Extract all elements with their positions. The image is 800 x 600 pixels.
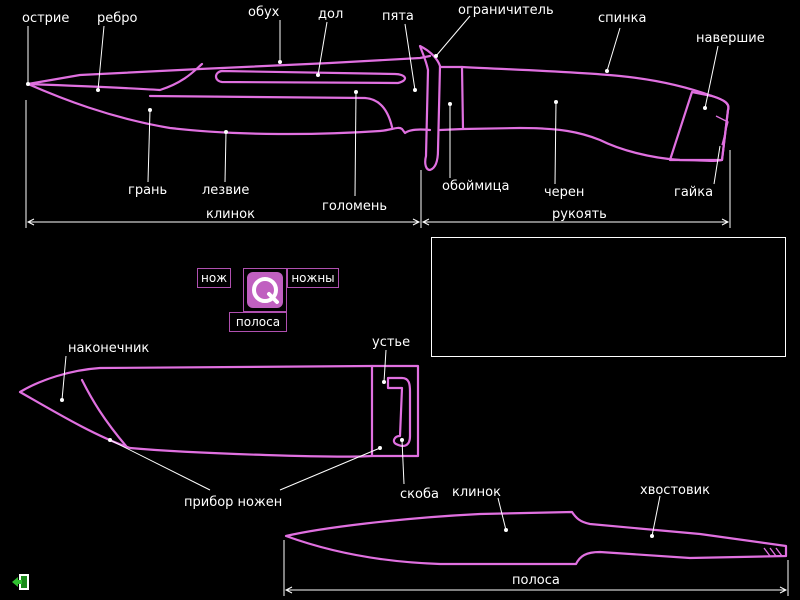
label-gayka: гайка bbox=[674, 185, 713, 200]
label-klinok-strip: клинок bbox=[452, 485, 501, 500]
label-cheren: черен bbox=[544, 185, 584, 200]
sheath-clip bbox=[386, 376, 412, 447]
strip-outline bbox=[284, 510, 788, 566]
sheath-outline bbox=[18, 364, 420, 458]
sheath-labels: наконечник устье прибор ножен скоба bbox=[68, 335, 439, 510]
strip-drawing bbox=[284, 510, 788, 566]
label-klinok: клинок bbox=[206, 207, 255, 222]
label-pribor-nozhen: прибор ножен bbox=[184, 495, 282, 510]
menu-logo-button[interactable] bbox=[243, 268, 287, 312]
label-spinka: спинка bbox=[598, 11, 646, 26]
fuller bbox=[214, 69, 407, 85]
sheath-tip bbox=[80, 378, 128, 448]
strip-labels: клинок хвостовик полоса bbox=[452, 483, 710, 588]
top-leaders bbox=[25, 15, 731, 228]
pommel bbox=[668, 90, 730, 162]
menu-polosa-button[interactable]: полоса bbox=[229, 312, 287, 332]
exit-door-icon bbox=[12, 574, 29, 590]
label-gran: грань bbox=[128, 183, 167, 198]
blade-outline bbox=[26, 54, 432, 136]
strip-leaders bbox=[283, 495, 789, 596]
label-obukh: обух bbox=[248, 5, 280, 20]
label-nakonechnik: наконечник bbox=[68, 341, 149, 356]
strip-tang-marks bbox=[763, 547, 783, 557]
label-rukoyat: рукоять bbox=[552, 207, 607, 222]
info-panel bbox=[431, 237, 786, 357]
pommel-nut bbox=[715, 115, 729, 146]
label-golomen: голомень bbox=[322, 199, 387, 214]
label-ostrie: острие bbox=[22, 11, 69, 26]
label-polosa: полоса bbox=[512, 573, 560, 588]
blade-lower-line bbox=[148, 94, 394, 129]
sheath-drawing bbox=[18, 364, 420, 458]
blade-bevel bbox=[26, 62, 204, 92]
ferrule bbox=[438, 65, 465, 132]
label-ustie: устье bbox=[372, 335, 410, 350]
sheath-leaders bbox=[60, 349, 405, 491]
label-dol: дол bbox=[318, 7, 343, 22]
knife-drawing bbox=[26, 44, 730, 172]
top-dots bbox=[26, 54, 707, 134]
label-ogranichitel: ограничитель bbox=[458, 3, 554, 18]
handle bbox=[460, 65, 730, 162]
q-logo-icon bbox=[247, 272, 283, 308]
label-oboymitsa: обоймица bbox=[442, 179, 509, 194]
label-pyata: пята bbox=[382, 9, 414, 24]
label-khvostovik: хвостовик bbox=[640, 483, 710, 498]
guard bbox=[418, 44, 442, 172]
menu-nozhny-button[interactable]: ножны bbox=[287, 268, 339, 288]
top-labels: острие ребро обух дол пята ограничитель … bbox=[22, 3, 765, 222]
label-navershie: навершие bbox=[696, 31, 765, 46]
label-rebro: ребро bbox=[97, 11, 138, 26]
label-skoba: скоба bbox=[400, 487, 439, 502]
menu-nozh-button[interactable]: нож bbox=[197, 268, 231, 288]
label-lezvie: лезвие bbox=[202, 183, 249, 198]
exit-button[interactable] bbox=[10, 572, 32, 592]
